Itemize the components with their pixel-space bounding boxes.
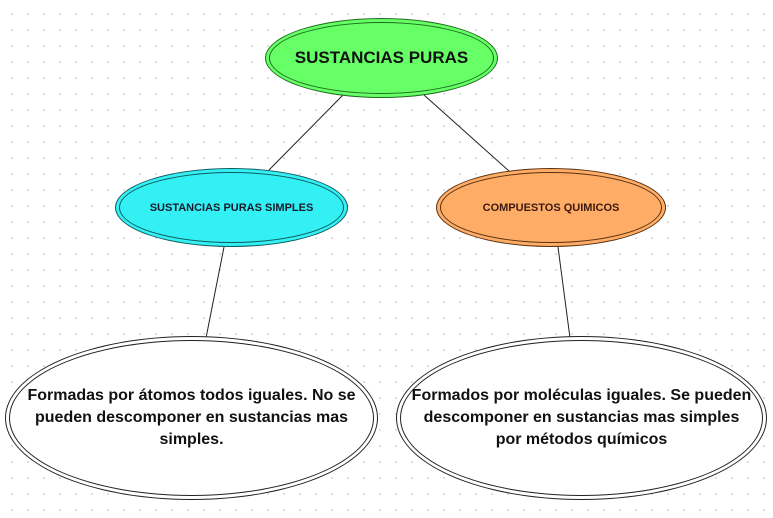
root-node-label: SUSTANCIAS PURAS	[294, 48, 469, 67]
edge-root-to-simples	[268, 94, 344, 171]
root-node-sustancias-puras[interactable]: SUSTANCIAS PURAS	[265, 18, 498, 98]
node-label: SUSTANCIAS PURAS SIMPLES	[149, 201, 314, 214]
edge-simples-to-leaf	[205, 246, 225, 339]
node-label: COMPUESTOS QUIMICOS	[482, 201, 620, 214]
node-compuestos-quimicos[interactable]: COMPUESTOS QUIMICOS	[436, 168, 666, 247]
leaf-description-text: Formados por moléculas iguales. Se puede…	[411, 387, 752, 448]
leaf-description-text: Formadas por átomos todos iguales. No se…	[27, 387, 356, 448]
edge-root-to-compuestos	[423, 94, 510, 172]
leaf-node-simples-description[interactable]: Formadas por átomos todos iguales. No se…	[5, 336, 378, 500]
edge-compuestos-to-leaf	[557, 246, 571, 339]
leaf-node-compuestos-description[interactable]: Formados por moléculas iguales. Se puede…	[396, 336, 767, 500]
node-sustancias-puras-simples[interactable]: SUSTANCIAS PURAS SIMPLES	[115, 168, 348, 247]
